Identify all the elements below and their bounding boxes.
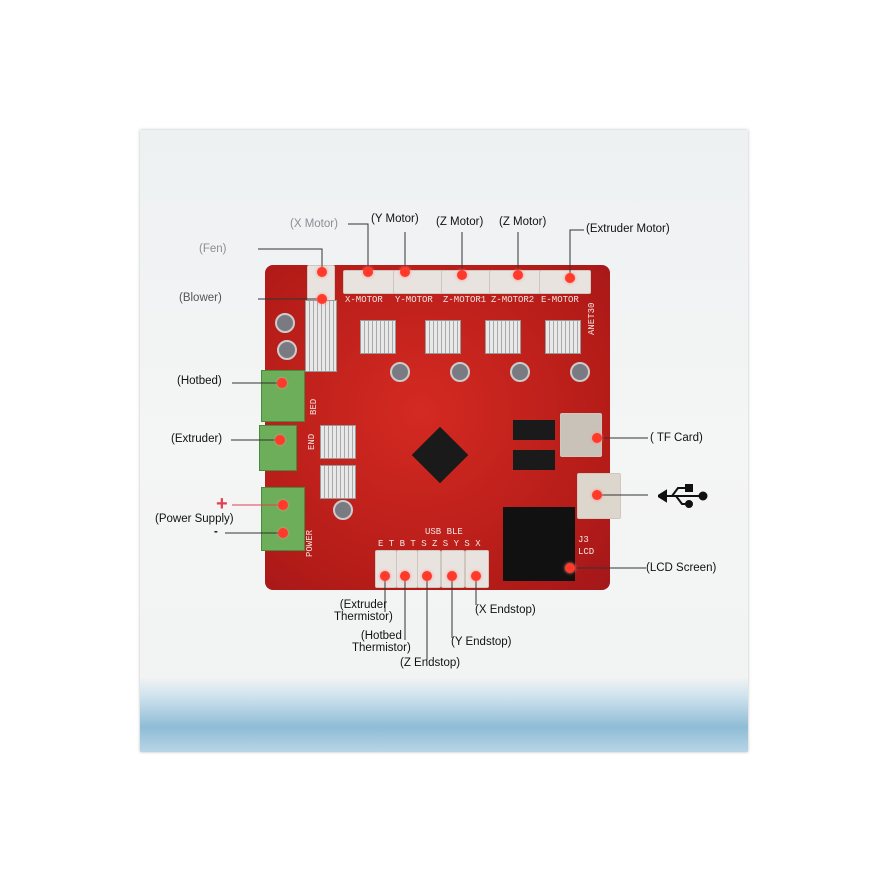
label-lcd-screen: (LCD Screen) <box>646 562 717 574</box>
label-extruder-thermistor: (Extruder Thermistor) <box>334 599 393 623</box>
label-power-minus: - <box>214 526 218 538</box>
mosfet-heatsink <box>305 300 337 372</box>
power-terminal <box>261 487 305 551</box>
tf-card-marker <box>592 433 602 443</box>
usb-marker <box>592 490 602 500</box>
label-z-endstop: (Z Endstop) <box>400 657 461 669</box>
label-z-motor-2: (Z Motor) <box>499 216 547 228</box>
extruder-thermistor-marker <box>380 571 390 581</box>
label-power-plus: + <box>216 493 228 515</box>
silk-y-motor: Y-MOTOR <box>395 295 433 305</box>
x-motor-leader <box>348 223 369 272</box>
y-endstop-connector <box>441 550 465 588</box>
z-motor2-marker <box>513 270 523 280</box>
silk-z-motor1: Z-MOTOR1 <box>443 295 487 305</box>
label-fan: (Fen) <box>199 243 227 255</box>
ic-chip <box>513 450 555 470</box>
silk-j3: J3 <box>578 535 589 545</box>
silk-z-motor2: Z-MOTOR2 <box>491 295 535 305</box>
silk-lcd: LCD <box>578 547 595 557</box>
mosfet-heatsink <box>320 425 356 459</box>
usb-port[interactable] <box>577 473 621 519</box>
x-endstop-connector <box>465 550 489 588</box>
z-endstop-connector <box>417 550 441 588</box>
capacitor <box>333 500 353 520</box>
y-motor-marker <box>400 267 410 277</box>
ic-chip <box>513 420 555 440</box>
y-endstop-marker <box>447 571 457 581</box>
label-z-motor-1: (Z Motor) <box>436 216 484 228</box>
driver-heatsink <box>360 320 396 354</box>
lcd-header <box>503 507 575 581</box>
capacitor <box>390 362 410 382</box>
label-x-endstop: (X Endstop) <box>475 604 536 616</box>
label-y-motor: (Y Motor) <box>371 213 419 225</box>
extruder-marker <box>275 435 285 445</box>
lcd-marker <box>565 563 575 573</box>
extruder-motor-marker <box>565 273 575 283</box>
label-y-endstop: (Y Endstop) <box>451 636 512 648</box>
fan-leader <box>258 248 323 272</box>
usb-icon <box>656 484 708 513</box>
capacitor <box>277 340 297 360</box>
label-extruder: (Extruder) <box>171 433 223 445</box>
silk-pins: E T B T S Z S Y S X <box>378 539 481 549</box>
capacitor <box>450 362 470 382</box>
mosfet-heatsink <box>320 465 356 499</box>
power-plus-marker <box>278 500 288 510</box>
x-motor-connector <box>343 270 395 294</box>
x-motor-marker <box>363 267 373 277</box>
driver-heatsink <box>545 320 581 354</box>
extruder-terminal <box>259 425 297 471</box>
fan-marker <box>317 267 327 277</box>
blower-marker <box>317 294 327 304</box>
label-power-supply: (Power Supply) <box>155 513 234 525</box>
driver-heatsink <box>425 320 461 354</box>
label-hotbed: (Hotbed) <box>177 375 222 387</box>
silk-x-motor: X-MOTOR <box>345 295 383 305</box>
label-x-motor: (X Motor) <box>290 218 338 230</box>
capacitor <box>570 362 590 382</box>
label-extruder-motor: (Extruder Motor) <box>586 223 670 235</box>
x-endstop-marker <box>471 571 481 581</box>
hotbed-marker <box>277 378 287 388</box>
power-minus-marker <box>278 528 288 538</box>
driver-heatsink <box>485 320 521 354</box>
label-hotbed-thermistor: (Hotbed Thermistor) <box>352 630 411 654</box>
extruder-motor-leader <box>569 229 584 278</box>
silk-usb-ble: USB BLE <box>425 527 463 537</box>
capacitor <box>510 362 530 382</box>
capacitor <box>275 313 295 333</box>
z-motor1-marker <box>457 270 467 280</box>
label-tf-card: ( TF Card) <box>650 432 703 444</box>
z-endstop-marker <box>422 571 432 581</box>
silk-e-motor: E-MOTOR <box>541 295 579 305</box>
hotbed-thermistor-marker <box>400 571 410 581</box>
label-blower: (Blower) <box>179 292 222 304</box>
controller-board: X-MOTOR Y-MOTOR Z-MOTOR1 Z-MOTOR2 E-MOTO… <box>259 265 621 590</box>
